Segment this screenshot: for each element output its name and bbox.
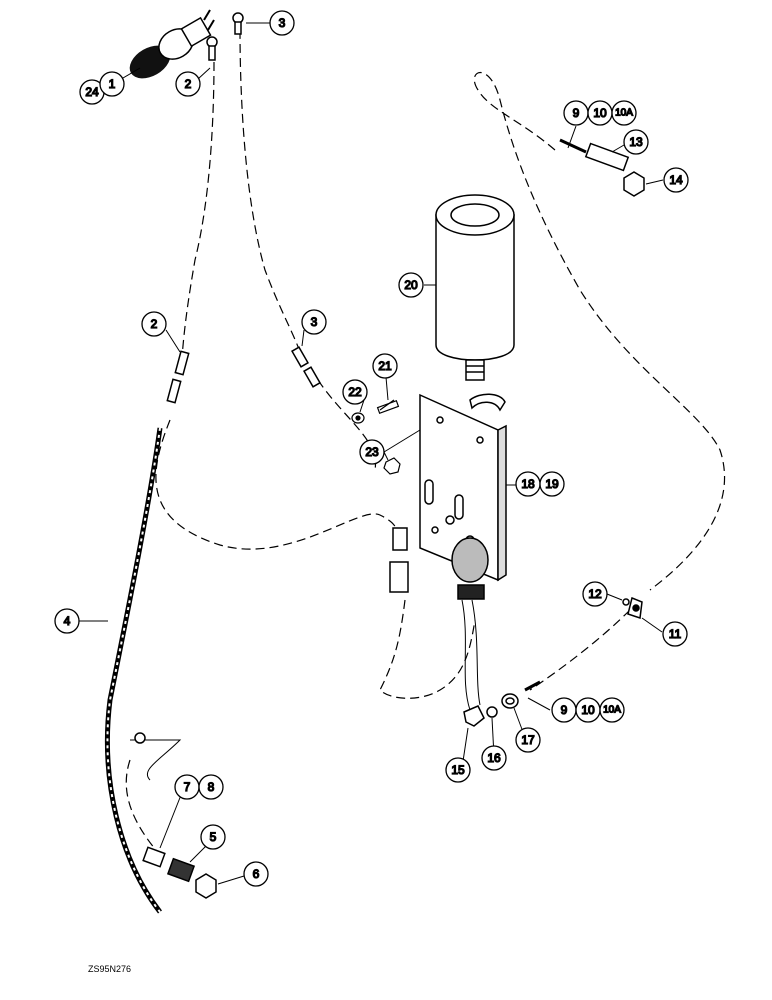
wire-loop-bottom — [379, 599, 476, 699]
leader-lines — [79, 22, 664, 885]
callout-label: 12 — [588, 587, 602, 601]
wire-right-loop — [473, 71, 726, 591]
figure-code: ZS95N276 — [88, 964, 131, 974]
callout-10A-bottom: 10A — [599, 697, 625, 723]
wire-right-lower — [529, 609, 631, 691]
callout-label: 16 — [487, 751, 501, 765]
callout-12: 12 — [582, 581, 608, 607]
callout-label: 19 — [545, 477, 559, 491]
callout-label: 20 — [404, 278, 418, 292]
wire-loop-left — [155, 419, 401, 550]
callout-18: 18 — [515, 471, 541, 497]
callout-label: 18 — [521, 477, 535, 491]
callout-label: 7 — [184, 780, 191, 794]
clip-part-11-12 — [622, 596, 643, 620]
callout-label: 3 — [279, 16, 286, 30]
callout-5: 5 — [200, 824, 226, 850]
callout-9-top: 9 — [563, 100, 589, 126]
callout-8: 8 — [198, 774, 224, 800]
callout-16: 16 — [481, 745, 507, 771]
callout-7: 7 — [174, 774, 200, 800]
bracket-part-18-19 — [419, 393, 507, 600]
callout-label: 10A — [603, 705, 621, 716]
callout-10-top: 10 — [587, 100, 613, 126]
callout-label: 13 — [629, 135, 643, 149]
callout-label: 17 — [521, 733, 535, 747]
bolt-part-21 — [376, 399, 400, 415]
callout-label: 10A — [615, 108, 633, 119]
callout-label: 10 — [581, 703, 595, 717]
callout-label: 23 — [365, 445, 379, 459]
wire-sensor-5 — [125, 759, 161, 856]
nut-part-23 — [383, 457, 401, 475]
callout-label: 3 — [311, 315, 318, 329]
callout-14: 14 — [663, 167, 689, 193]
fittings-15-16-17 — [463, 680, 541, 727]
terminals-top — [206, 12, 244, 61]
callout-11: 11 — [662, 621, 688, 647]
sensor-part-5-6 — [134, 732, 217, 899]
callout-2-top: 2 — [175, 71, 201, 97]
washer-part-22 — [351, 412, 365, 424]
fitting-part-13 — [559, 138, 630, 172]
harness-4 — [104, 427, 163, 914]
callout-label: 10 — [593, 106, 607, 120]
callout-label: 22 — [348, 385, 362, 399]
hoses — [130, 599, 481, 781]
callout-10-bottom: 10 — [575, 697, 601, 723]
callout-label: 5 — [210, 830, 217, 844]
callout-3-mid: 3 — [301, 309, 327, 335]
callout-10A-top: 10A — [611, 100, 637, 126]
callout-label: 8 — [208, 780, 215, 794]
callout-label: 15 — [451, 763, 465, 777]
callout-15: 15 — [445, 757, 471, 783]
callout-label: 14 — [669, 173, 683, 187]
callout-label: 21 — [378, 359, 392, 373]
switch-part-1 — [129, 9, 215, 79]
callout-label: 9 — [561, 703, 568, 717]
callout-1: 1 — [99, 71, 125, 97]
callout-label: 4 — [64, 614, 71, 628]
callout-21: 21 — [372, 353, 398, 379]
callout-20: 20 — [398, 272, 424, 298]
callout-label: 9 — [573, 106, 580, 120]
callout-17: 17 — [515, 727, 541, 753]
callout-label: 1 — [109, 77, 116, 91]
filter-part-20 — [435, 194, 515, 381]
callout-24: 24 — [79, 79, 105, 105]
callout-label: 24 — [85, 85, 99, 99]
callout-6: 6 — [243, 861, 269, 887]
callout-3-top: 3 — [269, 10, 295, 36]
callout-22: 22 — [342, 379, 368, 405]
callout-label: 2 — [151, 317, 158, 331]
nut-part-14 — [623, 171, 645, 197]
connector-housing — [389, 527, 409, 593]
callout-2-mid: 2 — [141, 311, 167, 337]
callout-4: 4 — [54, 608, 80, 634]
wire-3-upper — [239, 29, 301, 353]
callout-label: 6 — [253, 867, 260, 881]
connectors-mid — [166, 346, 321, 404]
callout-19: 19 — [539, 471, 565, 497]
callout-label: 2 — [185, 77, 192, 91]
callout-label: 11 — [669, 627, 682, 641]
callout-23: 23 — [359, 439, 385, 465]
callouts: 24 1 2 3 2 3 4 7 8 5 6 9 10 10A 13 14 20… — [54, 10, 689, 887]
wire-2-upper — [181, 61, 215, 359]
callout-13: 13 — [623, 129, 649, 155]
callout-9-bottom: 9 — [551, 697, 577, 723]
